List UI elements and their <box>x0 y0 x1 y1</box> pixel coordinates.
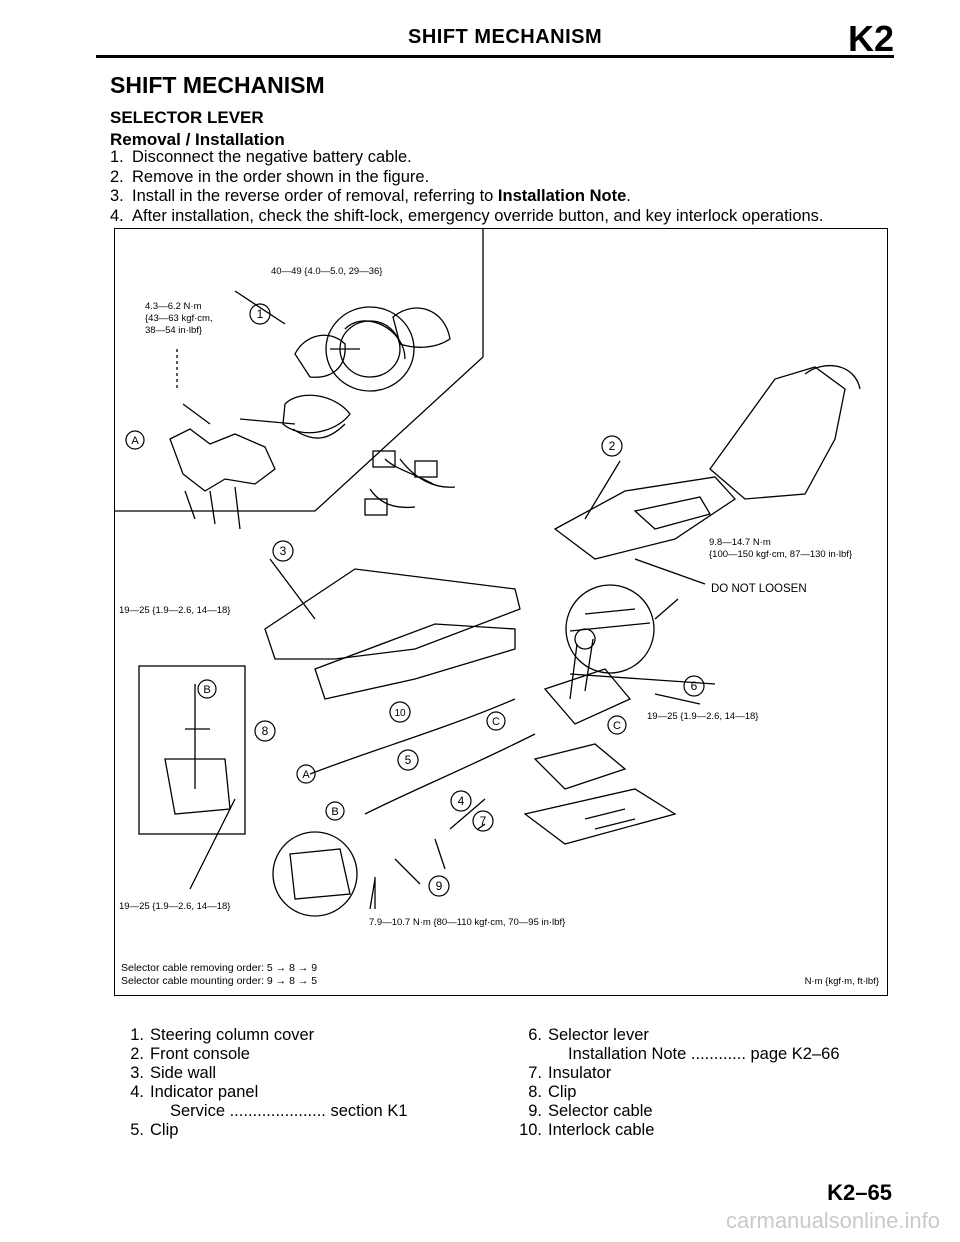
front-console <box>553 476 736 560</box>
torque-column-nm: 4.3—6.2 N·m <box>145 301 202 312</box>
legend-item-3: 3.Side wall <box>130 1064 217 1082</box>
parts-legend-left: 1.Steering column cover 2.Front console … <box>112 1026 512 1140</box>
callout-7: 7 <box>480 814 487 828</box>
page-header: SHIFT MECHANISM K2 <box>96 18 894 59</box>
installation-note-ref: Installation Note <box>497 187 627 205</box>
watermark: carmanualsonline.info <box>725 1208 940 1233</box>
letter-b-cable: B <box>331 806 338 818</box>
callout-6: 6 <box>691 679 698 693</box>
header-title: SHIFT MECHANISM <box>408 26 603 48</box>
callout-2: 2 <box>609 439 616 453</box>
torque-units-legend: N·m {kgf·m, ft·lbf} <box>805 976 879 987</box>
procedure-steps: 1.Disconnect the negative battery cable.… <box>110 148 824 226</box>
torque-console-kgf: {100—150 kgf·cm, 87—130 in·lbf} <box>709 549 852 560</box>
exploded-view-figure: 1 2 3 4 5 6 7 8 9 10 A A B B C C 40—49 {… <box>114 228 888 996</box>
wire-harness <box>369 458 456 509</box>
step-4: 4.After installation, check the shift-lo… <box>110 206 824 225</box>
torque-column-inlbf: 38—54 in·lbf} <box>145 325 202 336</box>
torque-side-wall: 19—25 {1.9—2.6, 14—18} <box>119 605 230 616</box>
legend-item-4: 4.Indicator panel <box>130 1083 259 1101</box>
legend-item-10: 10.Interlock cable <box>519 1121 655 1139</box>
callout-circles <box>125 303 705 897</box>
header-section-code: K2 <box>847 18 894 59</box>
header-rule <box>96 55 894 58</box>
cable-mounting-order: Selector cable mounting order: 9 → 8 → 5 <box>121 975 317 987</box>
legend-item-5: 5.Clip <box>130 1121 179 1139</box>
legend-item-6-note: Installation Note ............ page K2–6… <box>568 1045 840 1063</box>
page-number: K2–65 <box>827 1180 892 1205</box>
parts-legend-right: 6.Selector lever Installation Note .....… <box>510 1026 910 1140</box>
do-not-loosen-detail <box>565 584 655 674</box>
letter-c-cable: C <box>492 716 500 728</box>
combination-switch <box>169 428 276 492</box>
legend-item-6: 6.Selector lever <box>528 1026 649 1044</box>
letter-a-inset: A <box>131 435 139 447</box>
rear-console-box <box>709 366 846 500</box>
torque-column-kgf: {43—63 kgf·cm, <box>145 313 213 324</box>
cable-removing-order: Selector cable removing order: 5 → 8 → 9 <box>121 962 317 974</box>
legend-item-1: 1.Steering column cover <box>130 1026 315 1044</box>
letter-a-cable: A <box>302 769 310 781</box>
torque-selector-lever: 19—25 {1.9—2.6, 14—18} <box>647 711 758 722</box>
legend-item-2: 2.Front console <box>130 1045 250 1063</box>
callout-9: 9 <box>436 879 443 893</box>
legend-item-9: 9.Selector cable <box>528 1102 653 1120</box>
torque-bottom-center: 7.9—10.7 N·m {80—110 kgf·cm, 70—95 in·lb… <box>369 917 565 928</box>
torque-steering: 40—49 {4.0—5.0, 29—36} <box>271 266 382 277</box>
cover-detail-circle <box>272 831 358 917</box>
subhead-removal-installation: Removal / Installation <box>110 130 285 149</box>
indicator-panel <box>523 788 677 845</box>
callout-8: 8 <box>262 724 269 738</box>
legend-item-7: 7.Insulator <box>528 1064 612 1082</box>
step-1: 1.Disconnect the negative battery cable. <box>110 148 412 166</box>
step-3: 3.Install in the reverse order of remova… <box>110 187 631 205</box>
side-wall-upper <box>264 568 521 660</box>
letter-c-lever: C <box>613 720 621 732</box>
legend-item-8: 8.Clip <box>528 1083 577 1101</box>
section-title: SHIFT MECHANISM <box>110 72 325 98</box>
callout-3: 3 <box>280 544 287 558</box>
step-2: 2.Remove in the order shown in the figur… <box>110 167 430 186</box>
callout-5: 5 <box>405 753 412 767</box>
steering-inset-frame <box>115 229 484 512</box>
callout-1: 1 <box>257 307 264 321</box>
side-wall-lower <box>314 623 516 700</box>
subhead-selector-lever: SELECTOR LEVER <box>110 108 264 127</box>
callout-4: 4 <box>458 794 465 808</box>
shift-inset-frame <box>138 665 246 835</box>
torque-bottom-left: 19—25 {1.9—2.6, 14—18} <box>119 901 230 912</box>
steering-wheel <box>325 306 415 392</box>
insulator <box>533 743 627 790</box>
exploded-view-drawing: 1 2 3 4 5 6 7 8 9 10 A A B B C C 40—49 {… <box>115 229 879 987</box>
selector-cable-line <box>309 698 516 775</box>
letter-b-inset: B <box>203 684 210 696</box>
shift-knob <box>574 628 596 650</box>
legend-item-4-service: Service ..................... section K1 <box>170 1102 408 1120</box>
callout-10: 10 <box>394 708 406 719</box>
do-not-loosen-label: DO NOT LOOSEN <box>711 583 807 595</box>
torque-console-nm: 9.8—14.7 N·m <box>709 537 771 548</box>
